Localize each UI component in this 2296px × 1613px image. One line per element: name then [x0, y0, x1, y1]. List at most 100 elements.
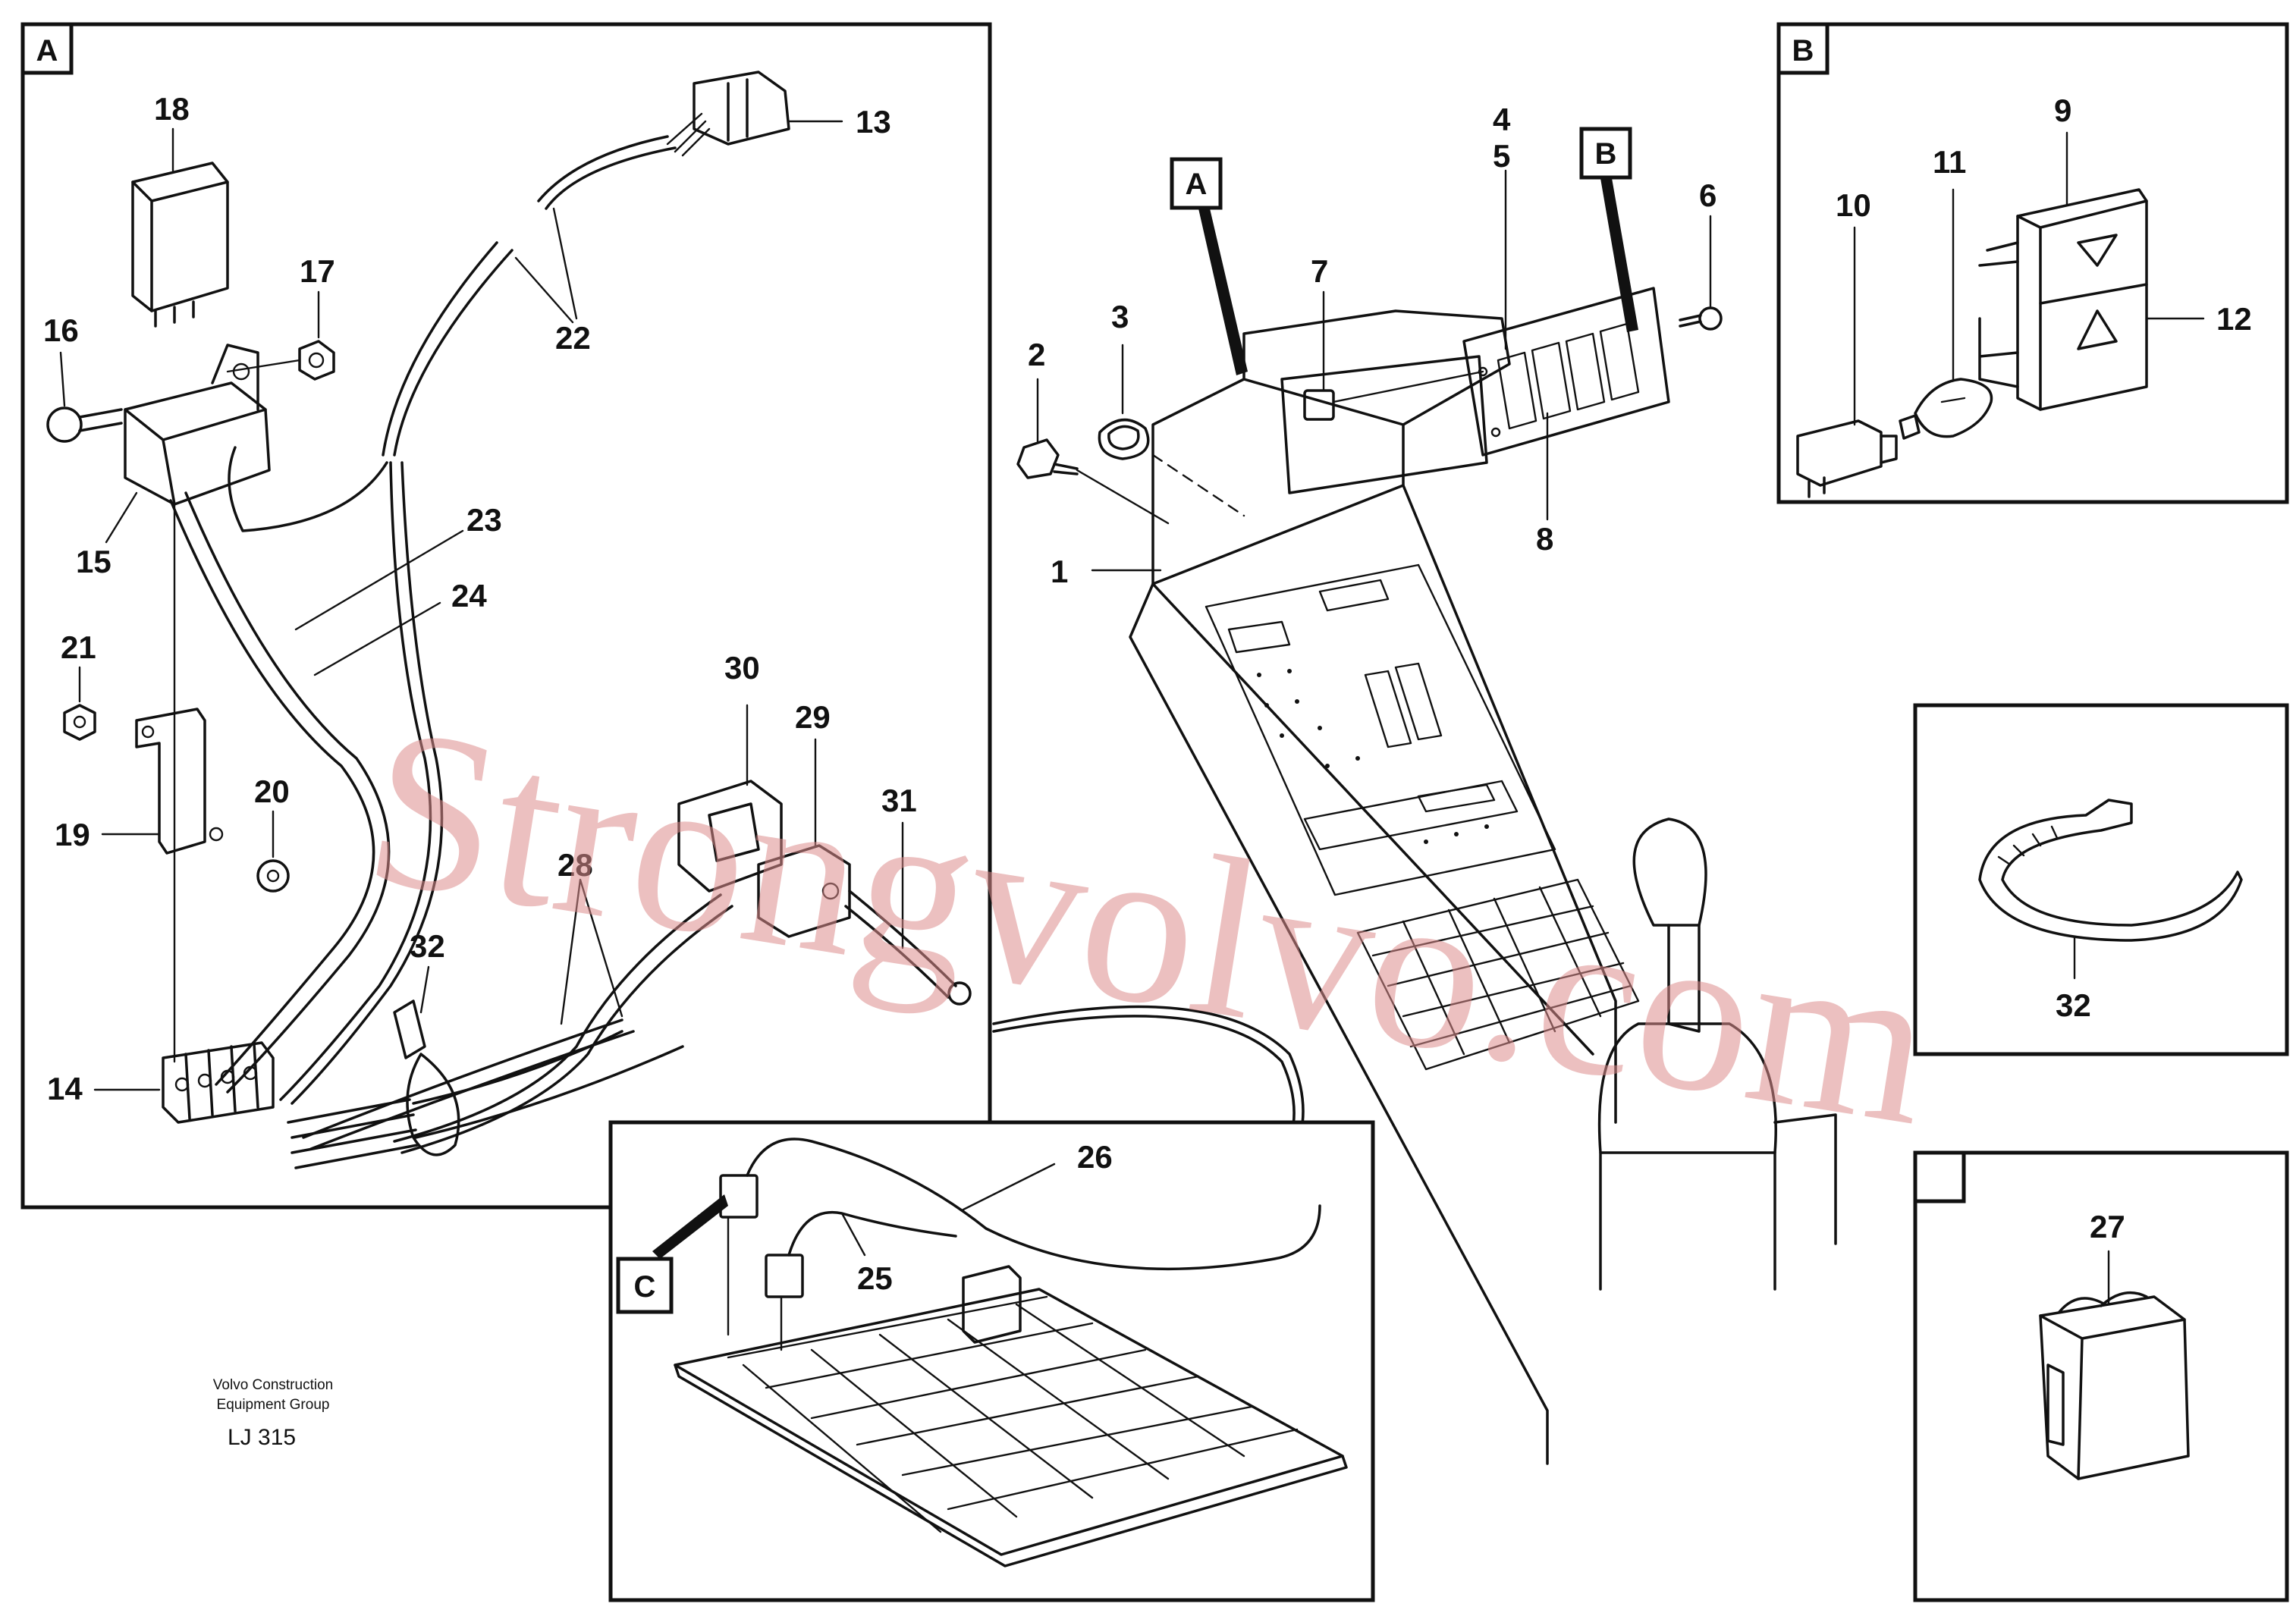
leader-25	[840, 1212, 866, 1257]
cable-28-c	[302, 1018, 623, 1139]
callout-10: 10	[1836, 187, 1871, 223]
callout-8: 8	[1536, 521, 1553, 557]
leader-23	[294, 529, 464, 631]
part-16-screw	[46, 406, 123, 443]
cable-24b	[291, 461, 444, 1105]
console-dots	[1257, 669, 1489, 844]
pointer-a-label: A	[1186, 168, 1208, 201]
leader-15	[105, 491, 138, 544]
pointer-b-label: B	[1595, 137, 1617, 171]
callout-20: 20	[254, 774, 290, 809]
drawing-id: LJ 315	[228, 1425, 296, 1450]
detail-box-cable-tie	[1913, 703, 2289, 1056]
part-10-lamp-holder	[1796, 419, 1898, 498]
joystick	[1597, 817, 1837, 1291]
cable-28-b	[400, 905, 733, 1154]
callout-5: 5	[1493, 138, 1510, 174]
part-31-tube	[848, 890, 957, 987]
relay-board	[674, 1265, 1348, 1567]
callout-2: 2	[1028, 337, 1045, 372]
callout-12: 12	[2216, 301, 2252, 337]
cable-28	[393, 893, 722, 1143]
callout-18: 18	[154, 91, 190, 127]
callout-17: 17	[300, 253, 335, 289]
callout-15: 15	[76, 544, 112, 579]
box-c-label: C	[634, 1270, 656, 1304]
part-9-hazard-switch	[1978, 188, 2148, 411]
console-button-grid	[1356, 878, 1640, 1071]
box-c-pointer	[652, 1194, 728, 1259]
callout-24: 24	[451, 578, 487, 614]
detail-box-a: A	[20, 22, 992, 1210]
part-32-cable-tie-b	[1978, 799, 2243, 942]
part-21-nut	[63, 704, 96, 741]
part-27-connector-small-b	[765, 1254, 804, 1298]
part-11-bulb	[1899, 378, 1993, 440]
part-31-end	[947, 981, 972, 1006]
part-27-connector-small-a	[719, 1174, 759, 1219]
callout-13: 13	[856, 104, 891, 140]
box-b-label: B	[1792, 34, 1814, 67]
callout-32-box-tie: 32	[2056, 987, 2091, 1023]
callout-32-box-a: 32	[410, 928, 445, 964]
callout-4: 4	[1493, 102, 1511, 137]
part-6-screw	[1679, 306, 1723, 331]
callout-11: 11	[1933, 144, 1966, 180]
part-17-nut	[298, 340, 335, 381]
callout-31: 31	[881, 783, 917, 818]
pointer-b: B	[1579, 127, 1638, 332]
part-19-resistor	[135, 708, 224, 855]
part-14-terminal-block	[162, 1041, 275, 1124]
part-29-bushing	[757, 844, 851, 938]
company-line-1: Volvo Construction	[213, 1377, 333, 1393]
leader-22	[514, 207, 578, 324]
cable-23b	[279, 461, 432, 1101]
part-30-cover	[677, 780, 783, 893]
callout-9: 9	[2054, 93, 2071, 128]
drawing-footer: Volvo Construction Equipment Group LJ 31…	[213, 1377, 333, 1450]
leader-7-panel	[1332, 370, 1484, 403]
cable-26	[746, 1138, 1321, 1271]
callout-1: 1	[1051, 554, 1068, 589]
company-line-2: Equipment Group	[217, 1397, 330, 1413]
callout-3: 3	[1111, 299, 1129, 334]
part-7-clip	[1303, 389, 1335, 421]
leader-28	[560, 878, 623, 1025]
part-2-screw	[1016, 438, 1170, 525]
callout-22: 22	[555, 320, 591, 356]
callout-7: 7	[1311, 253, 1328, 289]
cable-22	[393, 249, 514, 457]
callout-21: 21	[61, 629, 96, 665]
pointer-a: A	[1170, 157, 1248, 375]
switch-panel	[1462, 287, 1670, 457]
callout-14: 14	[47, 1071, 83, 1106]
callout-29: 29	[795, 699, 831, 735]
detail-box-b: B	[1776, 22, 2289, 504]
leader-17-line	[226, 359, 301, 373]
callout-19: 19	[55, 817, 90, 852]
cable-upper-b	[537, 135, 669, 202]
callout-27: 27	[2090, 1209, 2125, 1244]
detail-box-c: C	[608, 1120, 1375, 1602]
cable-23-loop	[228, 446, 388, 532]
callout-26: 26	[1077, 1139, 1113, 1175]
part-27-connector	[2039, 1291, 2190, 1480]
callout-30: 30	[724, 650, 760, 686]
harness-exit	[412, 1030, 684, 1139]
leader-16	[59, 351, 66, 407]
callout-labels: 1 2 3 4 5 6 7 8 9 10 11 12 13 14 15 16 1…	[43, 91, 2252, 1296]
callout-28: 28	[558, 847, 593, 883]
part-31-tube-b	[844, 905, 950, 999]
cable-23	[184, 491, 391, 1094]
leader-32-a	[419, 965, 430, 1014]
cable-upper	[545, 146, 677, 210]
box-a-label: A	[36, 34, 58, 67]
part-18-relay	[131, 162, 229, 328]
cable-22-b	[382, 241, 498, 457]
callout-25: 25	[857, 1260, 893, 1296]
detail-box-connector	[1913, 1150, 2289, 1602]
part-20-washer	[256, 859, 290, 893]
part-15-holder	[124, 344, 271, 506]
cable-24	[169, 499, 375, 1086]
